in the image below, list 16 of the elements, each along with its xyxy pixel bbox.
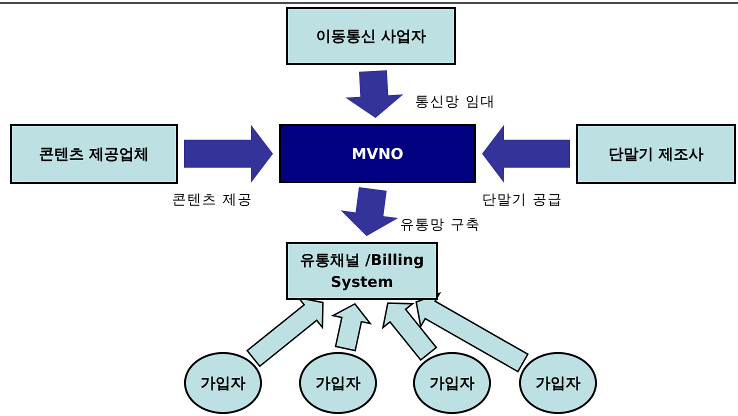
- entity-box: 유통채널 /Billing System: [286, 242, 438, 300]
- subscriber-oval: 가입자: [184, 352, 262, 414]
- block-arrow: [482, 124, 570, 183]
- block-arrow: [345, 70, 404, 118]
- entity-box: 콘텐츠 제공업체: [10, 124, 178, 184]
- entity-box: 단말기 제조사: [576, 124, 736, 184]
- subscriber-oval: 가입자: [413, 352, 491, 414]
- block-arrow: [415, 292, 529, 373]
- subscriber-oval: 가입자: [519, 352, 597, 414]
- subscriber-oval: 가입자: [299, 352, 377, 414]
- entity-box: MVNO: [279, 124, 476, 183]
- block-arrow: [382, 302, 438, 362]
- entity-box: 이동통신 사업자: [286, 7, 456, 65]
- block-arrow: [184, 124, 273, 183]
- block-arrow: [340, 187, 398, 236]
- block-arrow: [330, 302, 372, 352]
